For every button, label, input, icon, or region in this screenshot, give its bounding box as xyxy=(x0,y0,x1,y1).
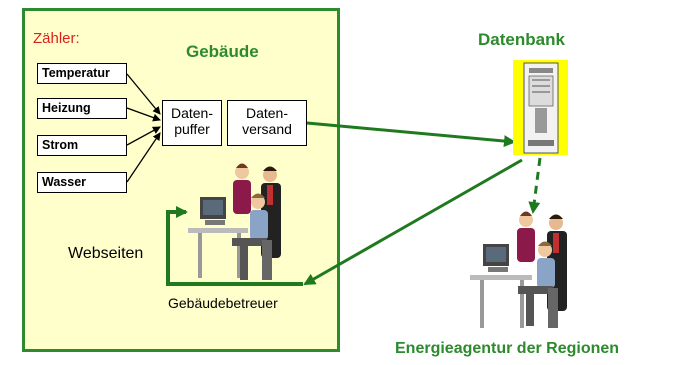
meter-arrows xyxy=(126,73,161,183)
database-to-agency-arrow xyxy=(528,157,542,214)
meter-temperature: Temperatur xyxy=(37,63,127,84)
agency-label: Energieagentur der Regionen xyxy=(395,340,620,357)
database-server-icon xyxy=(513,60,568,155)
agency-workers-icon xyxy=(470,211,567,328)
counter-label: Zähler: xyxy=(33,30,80,47)
meter-power: Strom xyxy=(37,135,127,156)
data-dispatch-box: Daten- versand xyxy=(227,100,307,146)
data-buffer-box: Daten- puffer xyxy=(162,100,222,146)
dispatch-to-database-arrow xyxy=(306,121,516,148)
webpages-label: Webseiten xyxy=(68,245,144,262)
meter-water: Wasser xyxy=(37,172,127,193)
building-title: Gebäude xyxy=(186,42,259,61)
webpages-loop-arrow xyxy=(166,206,303,286)
office-workers-icon xyxy=(188,163,281,280)
caretaker-label: Gebäudebetreuer xyxy=(168,295,278,311)
database-title: Datenbank xyxy=(478,30,565,49)
database-to-caretaker-arrow xyxy=(303,158,523,286)
meter-heating: Heizung xyxy=(37,98,127,119)
